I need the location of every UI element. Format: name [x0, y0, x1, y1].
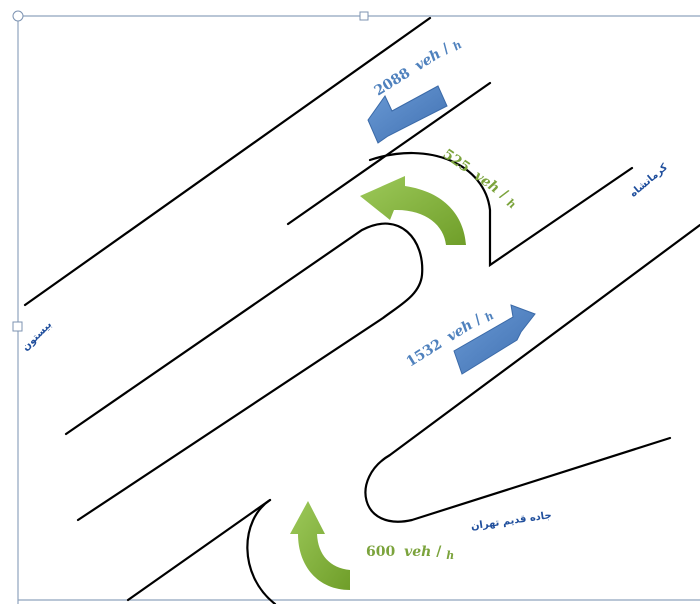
uturn-arrow-top-icon [360, 176, 466, 245]
road-line-top-median [286, 81, 492, 226]
road-line-outer-top [23, 16, 432, 307]
road-line-uturn-top-outer [368, 151, 634, 268]
road-line-median-loop-lower [364, 223, 700, 523]
road-line-median-loop [64, 222, 424, 522]
rotate-handle[interactable] [12, 10, 24, 22]
arrow-up-right-main-icon [453, 304, 536, 375]
flow-label-bottom-uturn: 600 veh / h [366, 544, 454, 562]
arrow-down-left-main-icon [367, 85, 448, 144]
road-network [23, 16, 700, 604]
resize-handle-top[interactable] [359, 11, 369, 21]
flow-label-top-main: 2088 veh / h [372, 34, 465, 101]
uturn-arrow-bottom-icon [290, 501, 350, 590]
road-line-uturn-bottom [246, 498, 277, 604]
place-label-left: بیستون [20, 319, 54, 353]
flow-label-top-uturn: 525 veh / h [439, 146, 522, 211]
selection-frame[interactable] [12, 10, 700, 604]
place-label-right-top: کرمانشاه [628, 162, 670, 200]
resize-handle-left[interactable] [12, 321, 23, 332]
place-label-bottom-right: جاده قدیم تهران [470, 510, 552, 532]
road-line-bottom-left [126, 498, 272, 602]
